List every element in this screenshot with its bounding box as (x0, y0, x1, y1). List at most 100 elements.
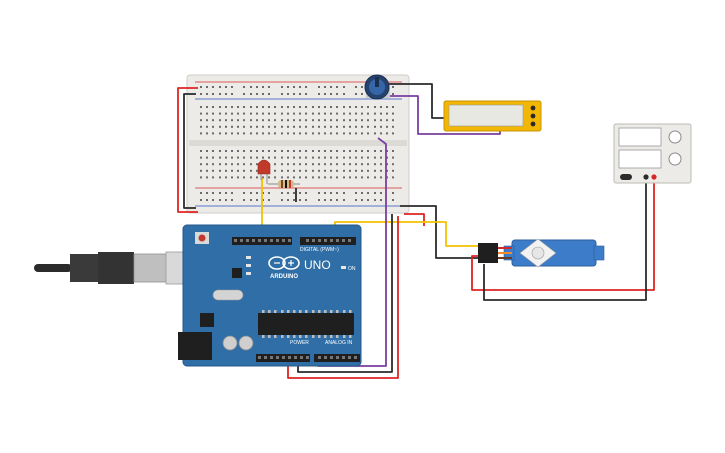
breadboard-hole[interactable] (336, 132, 338, 135)
breadboard-hole[interactable] (380, 163, 382, 166)
header-pin[interactable] (276, 239, 279, 242)
breadboard-hole[interactable] (367, 125, 369, 128)
breadboard-hole[interactable] (367, 192, 369, 194)
breadboard-hole[interactable] (349, 119, 351, 122)
breadboard-hole[interactable] (312, 125, 314, 128)
breadboard-hole[interactable] (361, 176, 363, 179)
breadboard-hole[interactable] (392, 125, 394, 128)
breadboard-hole[interactable] (219, 125, 221, 128)
breadboard-hole[interactable] (250, 132, 252, 135)
breadboard-hole[interactable] (200, 192, 202, 194)
breadboard-hole[interactable] (219, 93, 221, 95)
breadboard-hole[interactable] (200, 176, 202, 179)
wire-psu-red[interactable] (471, 178, 655, 291)
header-pin[interactable] (306, 356, 309, 359)
breadboard-hole[interactable] (200, 106, 202, 108)
breadboard-hole[interactable] (281, 169, 283, 172)
breadboard-hole[interactable] (287, 106, 289, 108)
breadboard-hole[interactable] (262, 125, 264, 128)
breadboard-hole[interactable] (293, 119, 295, 122)
breadboard-hole[interactable] (386, 125, 388, 128)
breadboard-hole[interactable] (312, 119, 314, 122)
breadboard-hole[interactable] (293, 163, 295, 166)
breadboard-hole[interactable] (336, 125, 338, 128)
breadboard-hole[interactable] (268, 176, 270, 179)
breadboard-hole[interactable] (225, 106, 227, 108)
breadboard-hole[interactable] (206, 125, 208, 128)
breadboard-hole[interactable] (367, 156, 369, 159)
breadboard-hole[interactable] (281, 199, 283, 201)
breadboard-hole[interactable] (386, 176, 388, 179)
breadboard-hole[interactable] (274, 106, 276, 108)
lcd-module[interactable] (443, 100, 542, 132)
breadboard-hole[interactable] (299, 112, 301, 115)
breadboard-hole[interactable] (380, 176, 382, 179)
breadboard-hole[interactable] (274, 156, 276, 159)
breadboard[interactable] (186, 74, 410, 214)
breadboard-hole[interactable] (250, 163, 252, 166)
breadboard-hole[interactable] (212, 106, 214, 108)
breadboard-hole[interactable] (355, 125, 357, 128)
breadboard-hole[interactable] (250, 150, 252, 152)
breadboard-hole[interactable] (262, 93, 264, 95)
breadboard-hole[interactable] (392, 86, 394, 88)
breadboard-hole[interactable] (386, 156, 388, 159)
breadboard-hole[interactable] (355, 199, 357, 201)
breadboard-hole[interactable] (206, 119, 208, 122)
breadboard-hole[interactable] (219, 86, 221, 88)
breadboard-hole[interactable] (336, 163, 338, 166)
breadboard-hole[interactable] (293, 132, 295, 135)
breadboard-hole[interactable] (231, 169, 233, 172)
breadboard-hole[interactable] (237, 169, 239, 172)
breadboard-hole[interactable] (386, 119, 388, 122)
breadboard-hole[interactable] (243, 150, 245, 152)
breadboard-hole[interactable] (268, 132, 270, 135)
breadboard-hole[interactable] (231, 176, 233, 179)
breadboard-hole[interactable] (281, 150, 283, 152)
breadboard-hole[interactable] (262, 112, 264, 115)
psu-negative-terminal[interactable] (643, 174, 649, 180)
breadboard-hole[interactable] (281, 119, 283, 122)
breadboard-hole[interactable] (274, 176, 276, 179)
breadboard-hole[interactable] (262, 132, 264, 135)
breadboard-hole[interactable] (324, 119, 326, 122)
breadboard-hole[interactable] (219, 132, 221, 135)
breadboard-hole[interactable] (392, 176, 394, 179)
breadboard-hole[interactable] (330, 112, 332, 115)
breadboard-hole[interactable] (318, 199, 320, 201)
breadboard-hole[interactable] (250, 156, 252, 159)
breadboard-hole[interactable] (343, 86, 345, 88)
breadboard-hole[interactable] (355, 119, 357, 122)
breadboard-hole[interactable] (287, 169, 289, 172)
breadboard-hole[interactable] (268, 119, 270, 122)
breadboard-hole[interactable] (392, 192, 394, 194)
breadboard-hole[interactable] (206, 163, 208, 166)
breadboard-hole[interactable] (392, 106, 394, 108)
breadboard-hole[interactable] (355, 93, 357, 95)
breadboard-hole[interactable] (374, 176, 376, 179)
breadboard-hole[interactable] (237, 150, 239, 152)
breadboard-hole[interactable] (355, 112, 357, 115)
breadboard-hole[interactable] (243, 132, 245, 135)
breadboard-hole[interactable] (336, 112, 338, 115)
breadboard-hole[interactable] (225, 112, 227, 115)
breadboard-hole[interactable] (336, 93, 338, 95)
breadboard-hole[interactable] (250, 176, 252, 179)
breadboard-hole[interactable] (367, 106, 369, 108)
breadboard-hole[interactable] (330, 199, 332, 201)
breadboard-hole[interactable] (312, 106, 314, 108)
breadboard-hole[interactable] (200, 125, 202, 128)
breadboard-hole[interactable] (219, 106, 221, 108)
breadboard-hole[interactable] (237, 125, 239, 128)
breadboard-hole[interactable] (336, 176, 338, 179)
breadboard-hole[interactable] (343, 119, 345, 122)
resistor[interactable] (268, 180, 300, 188)
breadboard-hole[interactable] (336, 199, 338, 201)
breadboard-hole[interactable] (367, 132, 369, 135)
breadboard-hole[interactable] (318, 106, 320, 108)
breadboard-hole[interactable] (392, 119, 394, 122)
breadboard-hole[interactable] (318, 112, 320, 115)
usb-cable[interactable] (34, 251, 193, 285)
breadboard-hole[interactable] (287, 176, 289, 179)
breadboard-hole[interactable] (219, 163, 221, 166)
